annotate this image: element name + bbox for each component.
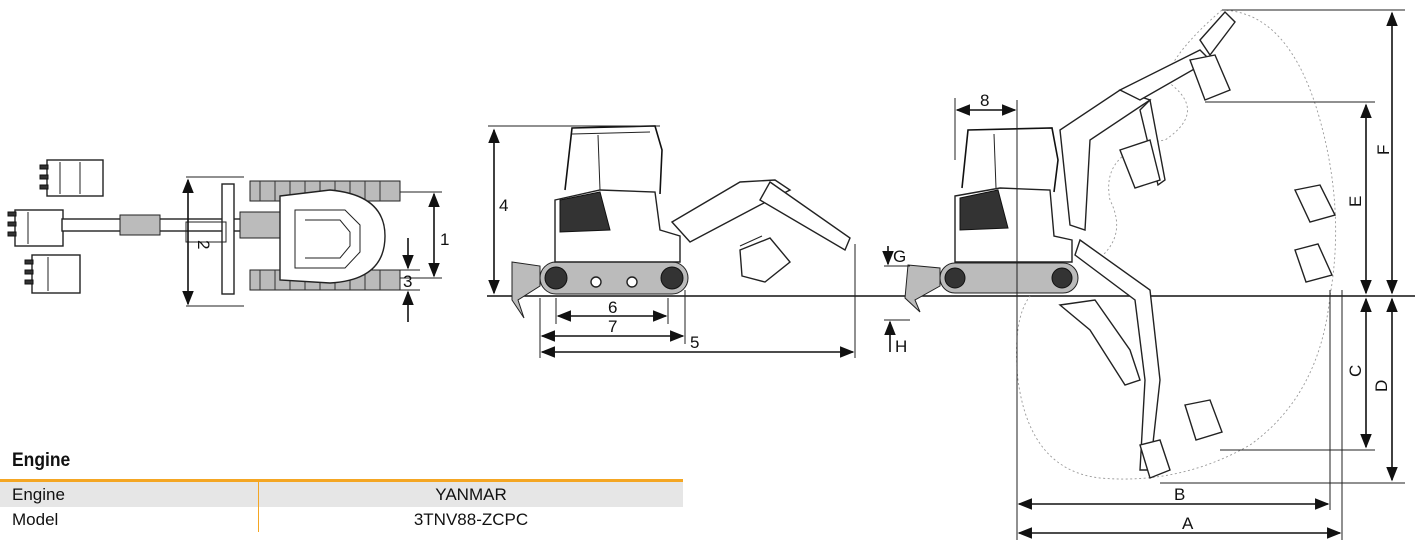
dim-label-F: F — [1374, 145, 1393, 155]
spec-row: Model 3TNV88-ZCPC — [0, 507, 683, 532]
dim-label-4: 4 — [499, 196, 508, 215]
dim-label-B: B — [1174, 485, 1185, 504]
top-view: 2 1 3 — [7, 159, 449, 322]
dim-label-2: 2 — [194, 240, 213, 249]
spec-row: Engine YANMAR — [0, 479, 683, 507]
dim-label-D: D — [1372, 380, 1391, 392]
dim-label-3: 3 — [403, 272, 412, 291]
top-upper-structure — [279, 189, 386, 284]
spec-heading: Engine — [12, 450, 71, 471]
dim-label-5: 5 — [690, 333, 699, 352]
dim-label-C: C — [1346, 365, 1365, 377]
bucket-top-icon — [39, 159, 104, 197]
engine-spec-table: Engine Engine YANMAR Model 3TNV88-ZCPC — [0, 450, 683, 532]
reach-envelope — [1016, 9, 1337, 480]
spec-label: Engine — [12, 485, 65, 504]
dim-label-E: E — [1346, 196, 1365, 207]
dim-label-G: G — [893, 247, 906, 266]
working-range-view: 8 G H F E C D B A — [882, 9, 1405, 540]
spec-value: 3TNV88-ZCPC — [258, 507, 683, 532]
bucket-bottom-icon — [24, 254, 81, 294]
dim-label-1: 1 — [440, 230, 449, 249]
dim-label-H: H — [895, 337, 907, 356]
side-view: 4 6 7 5 — [487, 125, 1415, 358]
dim-label-A: A — [1182, 514, 1194, 533]
bucket-middle-icon — [7, 209, 64, 247]
dim-label-6: 6 — [608, 298, 617, 317]
dim-label-7: 7 — [608, 317, 617, 336]
side-boom — [670, 179, 792, 243]
spec-value: YANMAR — [258, 482, 683, 507]
dim-label-8: 8 — [980, 91, 989, 110]
side-bucket — [739, 237, 791, 283]
spec-label: Model — [12, 510, 59, 529]
